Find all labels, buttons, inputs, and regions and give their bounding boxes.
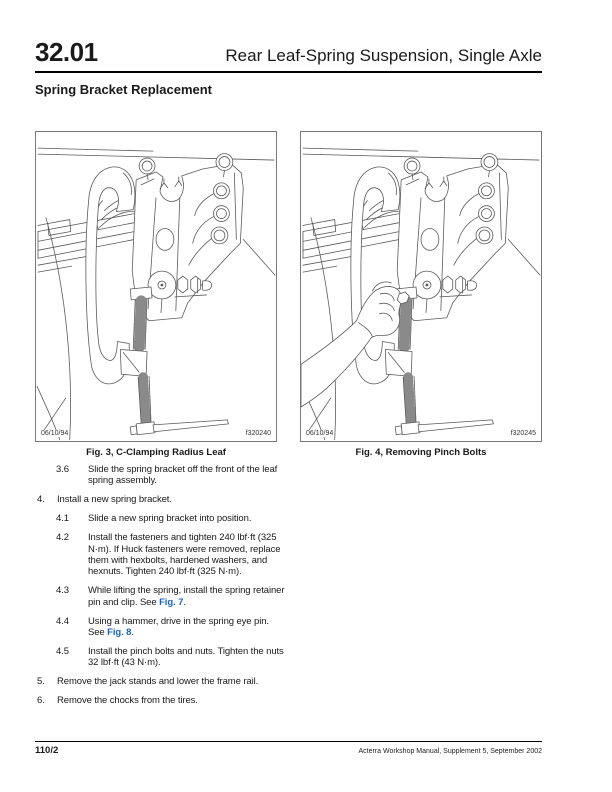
page-footer: 110/2 Acterra Workshop Manual, Supplemen… [35,741,542,756]
step-number: 5. [37,676,45,688]
step-text-segment: Remove the chocks from the tires. [57,695,198,707]
instruction-step: 5. Remove the jack stands and lower the f… [35,676,285,687]
step-text-segment: Using a hammer, drive in the spring eye … [88,615,269,638]
instruction-step: 4.5 Install the pinch bolts and nuts. Tig… [35,646,285,669]
figure-4-image: 06/10/94 f320245 [300,131,542,442]
step-text-segment: . [183,596,186,608]
step-text-segment: Install the fasteners and tighten 240 lb… [88,532,281,578]
instruction-step: 3.6 Slide the spring bracket off the fron… [35,464,285,487]
figure-link[interactable]: Fig. 7 [159,596,184,608]
step-text: Install the fasteners and tighten 240 lb… [88,532,285,578]
section-title: Rear Leaf-Spring Suspension, Single Axle [225,46,542,65]
step-number: 6. [37,695,45,707]
header-row: 32.01 Rear Leaf-Spring Suspension, Singl… [35,37,542,73]
c-clamp-illustration [36,132,276,441]
figure-4-code: f320245 [510,430,536,437]
step-text-segment: Slide a new spring bracket into position… [88,513,252,525]
page-number: 110/2 [35,745,59,756]
manual-title: Acterra Workshop Manual, Supplement 5, S… [358,748,542,755]
step-text: Slide the spring bracket off the front o… [88,464,285,487]
instruction-step: 6. Remove the chocks from the tires. [35,695,285,706]
pinch-bolt-removal-illustration [301,132,541,441]
step-text-segment: Slide the spring bracket off the front o… [88,464,278,487]
step-text-segment: Remove the jack stands and lower the fra… [57,676,259,688]
figure-link[interactable]: Fig. 8 [107,626,132,638]
figure-3-date: 06/10/94 [41,430,69,437]
step-text-segment: Install a new spring bracket. [57,494,172,506]
step-text: While lifting the spring, install the sp… [88,585,285,608]
step-number: 4. [37,494,45,506]
step-text: Using a hammer, drive in the spring eye … [88,616,285,639]
figure-3: 06/10/94 f320240 Fig. 3, C-Clamping Radi… [35,131,277,458]
instruction-step: 4.3 While lifting the spring, install the… [35,585,285,608]
step-text-segment: Install the pinch bolts and nuts. Tighte… [88,645,284,669]
step-text: Install the pinch bolts and nuts. Tighte… [88,646,285,669]
step-number: 4.4 [56,615,69,627]
instruction-step: 4. Install a new spring bracket. [35,494,285,505]
instruction-step: 4.4 Using a hammer, drive in the spring e… [35,616,285,639]
step-number: 4.3 [56,585,69,597]
step-number: 4.2 [56,532,69,544]
instruction-list: 3.6 Slide the spring bracket off the fron… [35,464,285,714]
figure-3-code: f320240 [245,430,271,437]
instruction-step: 4.2 Install the fasteners and tighten 240… [35,532,285,578]
instruction-step: 4.1 Slide a new spring bracket into posit… [35,513,285,524]
step-text-segment: . [131,626,134,638]
figure-4: 06/10/94 f320245 Fig. 4, Removing Pinch … [300,131,542,458]
step-number: 3.6 [56,464,69,475]
step-text: Remove the jack stands and lower the fra… [57,676,285,687]
figure-3-caption: Fig. 3, C-Clamping Radius Leaf [86,447,226,458]
figure-4-caption: Fig. 4, Removing Pinch Bolts [355,447,487,458]
step-text: Remove the chocks from the tires. [57,695,285,706]
section-number: 32.01 [35,37,98,67]
page-title: Spring Bracket Replacement [35,82,213,97]
step-number: 4.5 [56,645,69,657]
figure-3-image: 06/10/94 f320240 [35,131,277,442]
figures-row: 06/10/94 f320240 Fig. 3, C-Clamping Radi… [35,131,542,458]
step-text-segment: While lifting the spring, install the sp… [88,585,285,608]
step-text: Slide a new spring bracket into position… [88,513,285,524]
figure-4-date: 06/10/94 [306,430,334,437]
step-text: Install a new spring bracket. [57,494,285,505]
step-number: 4.1 [56,513,69,525]
page-header: 32.01 Rear Leaf-Spring Suspension, Singl… [35,37,542,97]
